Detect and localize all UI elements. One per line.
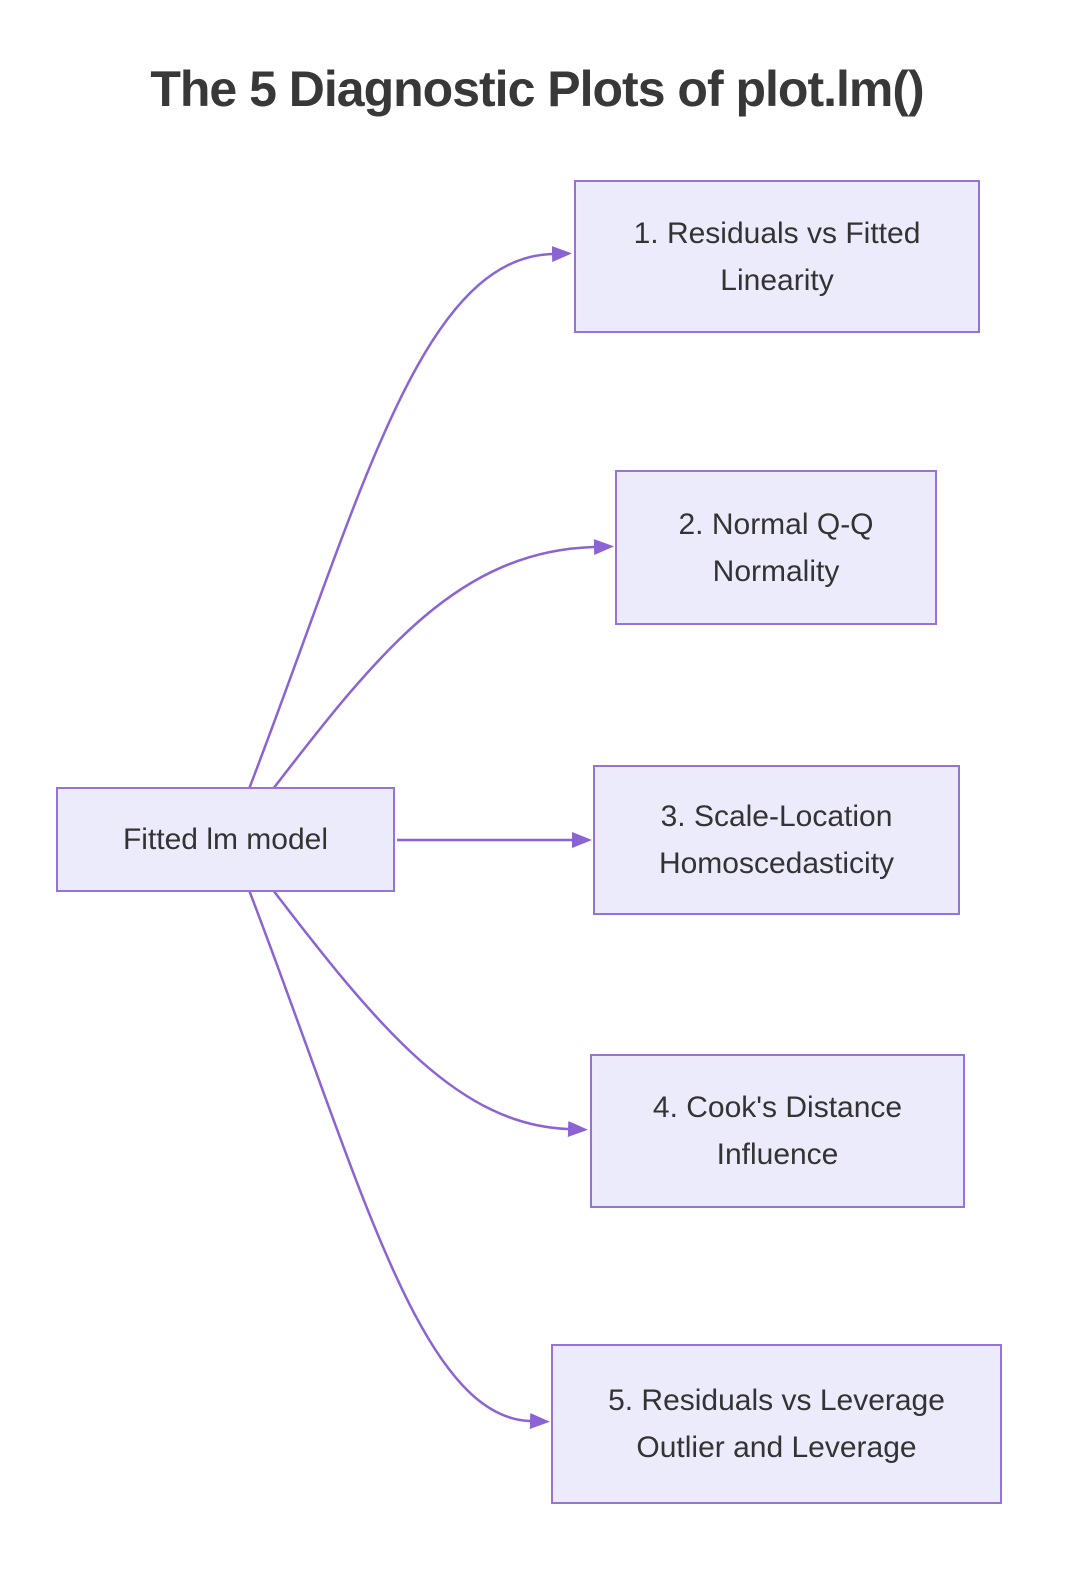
- diagram-title: The 5 Diagnostic Plots of plot.lm(): [150, 61, 924, 117]
- node-plot4-cooks-distance: 4. Cook's Distance Influence: [590, 1054, 965, 1208]
- node-plot1-residuals-vs-fitted: 1. Residuals vs Fitted Linearity: [574, 180, 980, 333]
- node-plot5-residuals-vs-leverage: 5. Residuals vs Leverage Outlier and Lev…: [551, 1344, 1002, 1504]
- node-label: Fitted lm model: [122, 823, 329, 856]
- plot-purpose: Homoscedasticity: [658, 847, 895, 880]
- plot-purpose: Linearity: [720, 263, 834, 297]
- plot-name: 3. Scale-Location: [660, 800, 893, 833]
- plot-purpose: Outlier and Leverage: [636, 1431, 917, 1464]
- plot-name: 4. Cook's Distance: [652, 1091, 903, 1124]
- plot-purpose: Influence: [716, 1138, 839, 1171]
- node-fitted-lm-model: Fitted lm model: [56, 787, 395, 892]
- edge-root-to-plot4: [272, 889, 588, 1137]
- plot-purpose: Normality: [712, 554, 840, 588]
- node-plot2-normal-qq: 2. Normal Q-Q Normality: [615, 470, 937, 625]
- plot-name: 1. Residuals vs Fitted: [633, 216, 921, 250]
- plot-name: 2. Normal Q-Q: [678, 507, 874, 541]
- edge-root-to-plot2: [272, 539, 614, 790]
- edge-root-to-plot1: [247, 246, 572, 790]
- node-plot3-scale-location: 3. Scale-Location Homoscedasticity: [593, 765, 960, 915]
- edge-root-to-plot5: [247, 889, 550, 1429]
- plot-name: 5. Residuals vs Leverage: [608, 1384, 945, 1417]
